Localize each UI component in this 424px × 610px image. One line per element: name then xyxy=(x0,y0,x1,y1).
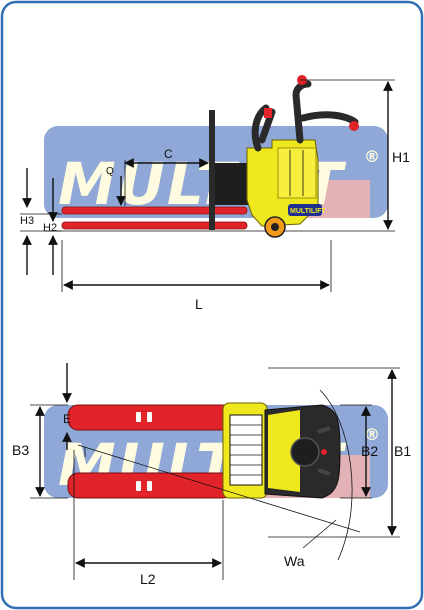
tiller-handle xyxy=(251,80,312,152)
turning-arc xyxy=(319,389,353,561)
side-view: MULTIFT ® MULTILIFT C xyxy=(20,75,410,312)
fork-upper-side xyxy=(61,206,248,215)
tiller-knob-red-2 xyxy=(349,121,359,131)
label-h1: H1 xyxy=(392,149,410,165)
label-c: C xyxy=(164,147,173,161)
label-l2: L2 xyxy=(140,571,156,587)
mast-post xyxy=(209,110,215,230)
label-e: E xyxy=(63,412,71,426)
label-wa: Wa xyxy=(284,553,305,569)
top-view: MULTIFT ® B3 E xyxy=(12,363,411,587)
label-h2: H2 xyxy=(43,222,57,234)
label-b1: B1 xyxy=(394,443,411,459)
label-b3: B3 xyxy=(12,442,29,458)
label-b2: B2 xyxy=(361,443,378,459)
registered-mark: ® xyxy=(364,147,380,166)
label-q: Q xyxy=(106,166,114,177)
label-h3: H3 xyxy=(20,215,34,227)
fork-lower-side xyxy=(61,221,248,230)
steering-wheel-top xyxy=(290,437,320,467)
badge-text: MULTILIFT xyxy=(290,208,326,215)
battery-box xyxy=(215,163,249,205)
label-l: L xyxy=(195,296,203,312)
multilift-badge xyxy=(288,204,322,216)
